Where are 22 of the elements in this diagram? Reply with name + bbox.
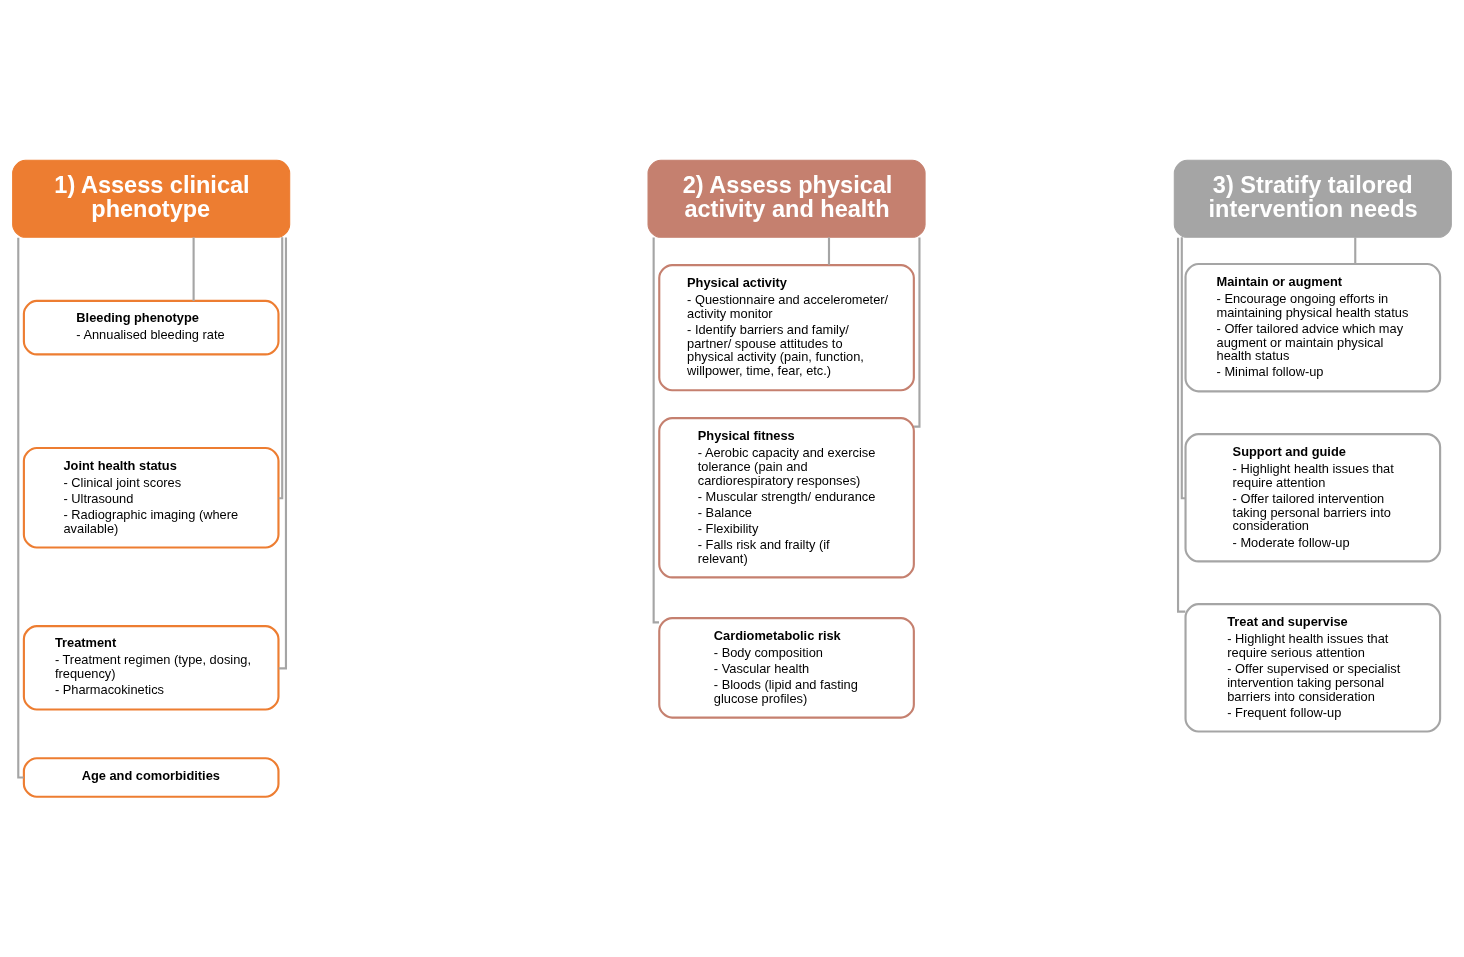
node-box: Joint health status - Clinical joint scores - Ultrasound - Radiographic imaging (where available) <box>22 446 280 549</box>
node-box: 3) Stratify tailored intervention needs <box>1173 159 1452 238</box>
node-box: Physical activity - Questionnaire and accelerometer/ activity monitor - Identify barriers and family/ partner/ spouse attitudes to physical activity (pain, function, willpower, time, fear, etc.) <box>658 264 915 392</box>
node-box: Treatment - Treatment regimen (type, dosing, frequency) - Pharmacokinetics <box>22 625 280 711</box>
connector <box>914 237 921 428</box>
node-box: Bleeding phenotype - Annualised bleeding rate <box>22 299 280 356</box>
node-box: Support and guide - Highlight health issues that require attention - Offer tailored intervention taking personal barriers into consideration - Moderate follow-up <box>1184 433 1442 563</box>
node-box: Age and comorbidities <box>22 757 280 798</box>
node-box: Maintain or augment - Encourage ongoing efforts in maintaining physical health status - Offer tailored advice which may augment or maintain physical health status - Minimal follow-up <box>1184 262 1442 393</box>
connector <box>827 237 831 265</box>
connector <box>17 237 24 779</box>
connector <box>652 237 659 624</box>
connector <box>1354 237 1357 264</box>
node-box: 1) Assess clinical phenotype <box>12 159 291 238</box>
connector <box>1180 237 1186 500</box>
node-box: Treat and supervise - Highlight health issues that require serious attention - Offer supervised or specialist intervention taking personal barriers into consideration - Frequent follow-up <box>1184 603 1442 733</box>
node-box: Cardiometabolic risk - Body composition - Vascular health - Bloods (lipid and fasting glucose profiles) <box>658 617 915 719</box>
connector <box>192 237 195 301</box>
connector <box>1176 237 1186 613</box>
node-box: 2) Assess physical activity and health <box>647 159 926 238</box>
node-box: Physical fitness - Aerobic capacity and exercise tolerance (pain and cardiorespiratory responses) - Muscular strength/ endurance - Balance - Flexibility - Falls risk and frailty (if relevant) <box>658 417 915 579</box>
connector <box>278 237 284 500</box>
